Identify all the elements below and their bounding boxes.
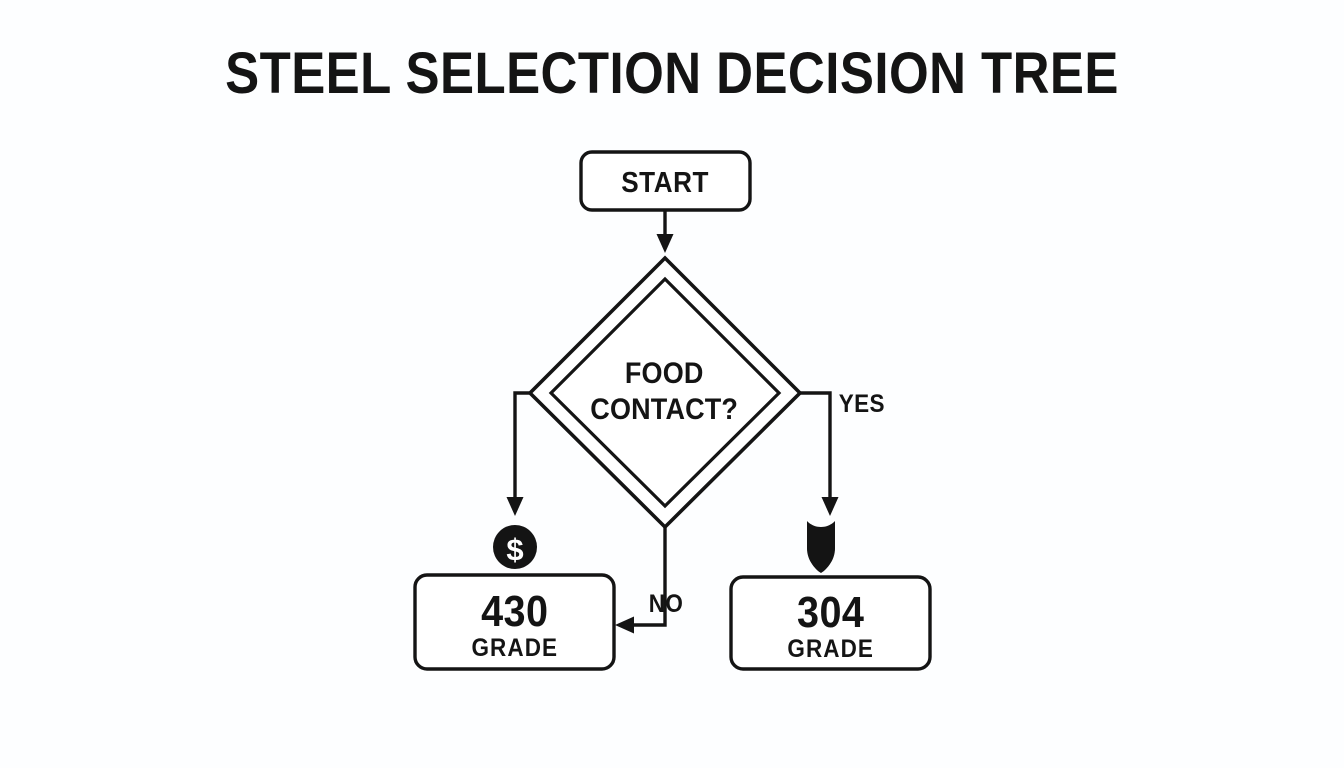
result-430-number: 430 (481, 586, 548, 635)
node-result-304[interactable]: 304 GRADE (729, 575, 932, 671)
connector-decision-left (506, 391, 530, 516)
start-label: START (621, 166, 709, 199)
dollar-coin-icon: $ (493, 525, 537, 569)
connector-line (633, 527, 667, 627)
shield-body (807, 521, 835, 573)
arrowhead-down-icon (506, 497, 524, 516)
branch-label-no: NO (649, 590, 683, 618)
node-result-430[interactable]: 430 GRADE (413, 573, 616, 671)
result-430-box[interactable] (413, 573, 616, 671)
decision-label-line2: CONTACT? (590, 393, 738, 427)
arrowhead-down-icon (821, 497, 839, 516)
connector-decision-right-yes: YES (800, 390, 885, 516)
connector-line (513, 391, 530, 500)
page-title: STEEL SELECTION DECISION TREE (225, 41, 1119, 106)
dollar-coin-circle (493, 525, 537, 569)
connector-decision-bottom-no: NO (615, 527, 683, 634)
result-304-word: GRADE (787, 635, 874, 663)
node-decision[interactable]: FOOD CONTACT? (527, 255, 803, 530)
shield-icon (807, 521, 835, 573)
result-304-number: 304 (797, 587, 865, 636)
connector-start-to-decision (656, 210, 674, 253)
result-430-word: GRADE (471, 634, 558, 662)
branch-label-yes: YES (839, 390, 885, 418)
node-start[interactable]: START (579, 150, 752, 212)
arrowhead-down-icon (656, 234, 674, 253)
dollar-sign-glyph: $ (506, 532, 523, 567)
result-304-box[interactable] (729, 575, 932, 671)
decision-label-line1: FOOD (625, 357, 704, 391)
arrowhead-left-icon (615, 616, 634, 634)
connector-line (800, 391, 832, 500)
decision-diamond-inner (548, 276, 782, 509)
